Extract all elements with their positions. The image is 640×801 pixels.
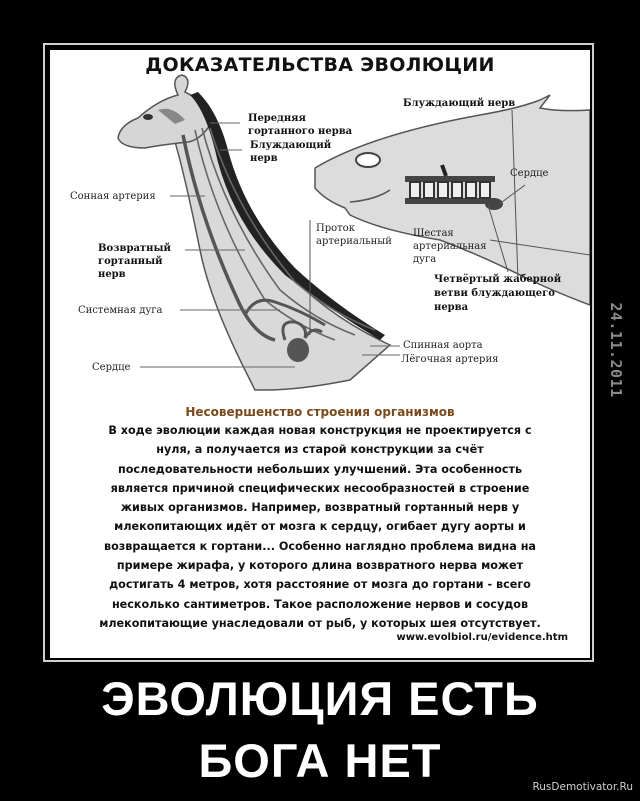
label-systemic-arch: Системная дуга [78,305,163,316]
label-carotid-artery: Сонная артерия [70,191,156,202]
label-line: нерв [250,153,278,164]
label-dorsal-aorta: Спинная аорта [403,340,483,351]
body-line: В ходе эволюции каждая новая конструкция… [108,424,532,437]
label-giraffe-heart: Сердце [92,362,131,373]
label-pulmonary-artery: Лёгочная артерия [401,354,499,365]
label-sixth-arterial-arch: Шестая артериальная дуга [413,227,487,266]
label-line: Блуждающий [250,140,332,151]
label-line: Возвратный [98,243,171,254]
body-line: живых организмов. Например, возвратный г… [120,501,520,515]
label-line: гортанного нерва [248,126,353,137]
label-line: гортанный [98,256,163,267]
label-line: артериальная [413,241,487,252]
body-line: является причиной специфических несообра… [110,481,530,495]
label-line: Четвёртый жаберной [434,274,562,285]
body-line: последовательности небольших улучшений. … [117,462,523,476]
label-line: нерва [434,302,469,313]
label-line: артериальный [316,236,392,247]
body-line: примере жирафа, у которого длина возврат… [116,559,524,573]
body-line: нуля, а получается из старой конструкции… [156,443,484,457]
label-shark-heart: Сердце [510,168,549,179]
label-ductus-arteriosus: Проток артериальный [316,222,392,248]
label-line: ветви блуждающего [434,288,555,299]
body-line: несколько сантиметров. Такое расположени… [111,597,529,611]
caption-line-2: БОГА НЕТ [198,734,442,787]
poster-frame-border [43,43,594,662]
body-paragraph: В ходе эволюции каждая новая конструкция… [58,421,582,633]
section-subtitle: Несовершенство строения организмов [185,405,455,419]
poster-title: ДОКАЗАТЕЛЬСТВА ЭВОЛЮЦИИ [145,54,495,76]
label-line: Шестая [413,228,454,239]
body-line: млекопитающих идёт от мозга к сердцу, ог… [114,520,526,534]
giraffe-illustration [117,74,400,391]
shark-illustration [314,94,590,306]
label-line: Проток [316,223,355,234]
source-url: www.evolbiol.ru/evidence.htm [396,632,568,643]
site-watermark: RusDemotivator.Ru [532,781,633,793]
body-line: достигать 4 метров, хотя расстояние от м… [109,578,531,592]
label-line: Передняя [248,113,306,124]
date-stamp-text: 24.11.2011 [607,302,625,398]
label-fourth-gill-branch: Четвёртый жаберной ветви блуждающего нер… [434,273,561,315]
label-line: дуга [413,254,437,265]
label-giraffe-vagus-nerve: Блуждающий нерв [250,139,331,165]
body-line: возвращается к гортани... Особенно нагля… [103,539,536,553]
caption-line-1: ЭВОЛЮЦИЯ ЕСТЬ [101,672,539,725]
date-stamp: 24.11.2011 [606,302,626,397]
poster-image: ДОКАЗАТЕЛЬСТВА ЭВОЛЮЦИИ [50,50,590,658]
body-line: млекопитающие унаследовали от рыб, у кот… [99,616,541,630]
label-line: нерв [98,269,126,280]
label-anterior-laryngeal-nerve: Передняя гортанного нерва [248,112,352,138]
anatomy-illustration [117,74,590,391]
label-shark-vagus-nerve: Блуждающий нерв [403,98,516,109]
label-recurrent-laryngeal-nerve: Возвратный гортанный нерв [98,242,171,281]
